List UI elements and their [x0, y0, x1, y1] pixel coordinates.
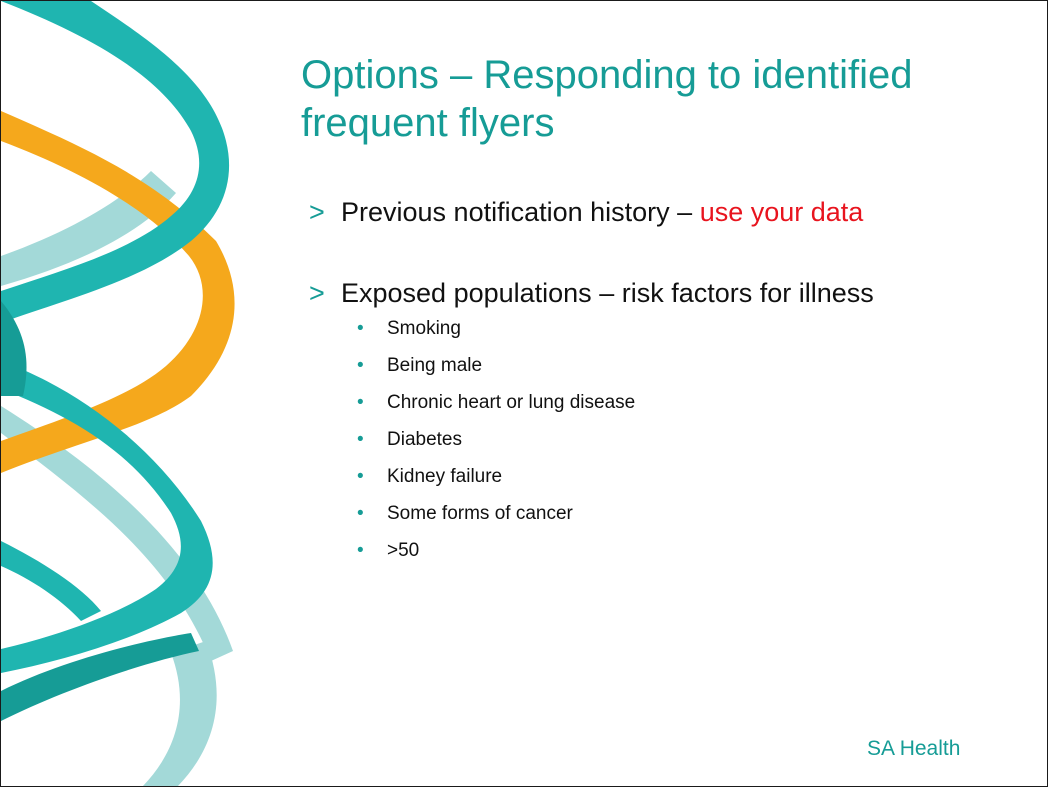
risk-factor-list: • Smoking • Being male • Chronic heart or l…: [341, 318, 977, 562]
dot-marker-icon: •: [357, 392, 364, 413]
teal-ribbon-bottom: [1, 633, 199, 721]
dot-marker-icon: •: [357, 429, 364, 450]
risk-factor-item: • Kidney failure: [341, 466, 977, 488]
risk-factor-item: • Smoking: [341, 318, 977, 340]
bullet-text: Previous notification history –: [341, 197, 700, 227]
teal-ribbon-lower-left: [1, 541, 101, 621]
chevron-marker-icon: >: [309, 278, 325, 308]
dot-marker-icon: •: [357, 355, 364, 376]
light-teal-ribbon-bottom: [142, 641, 217, 786]
light-teal-ribbon-lower: [1, 406, 233, 661]
list-item-text: Some forms of cancer: [387, 503, 573, 524]
chevron-marker-icon: >: [309, 197, 325, 227]
bullet-highlight: use your data: [699, 197, 864, 227]
risk-factor-item: • Chronic heart or lung disease: [341, 392, 977, 414]
list-item-text: Smoking: [387, 318, 461, 339]
bullet-text: Exposed populations – risk factors for i…: [341, 278, 874, 308]
list-item-text: >50: [387, 540, 420, 561]
dot-marker-icon: •: [357, 503, 364, 524]
bullet-exposed-populations: > Exposed populations – risk factors for…: [307, 277, 977, 562]
risk-factor-item: • Some forms of cancer: [341, 503, 977, 525]
teal-ribbon-left-edge: [1, 301, 27, 396]
dot-marker-icon: •: [357, 318, 364, 339]
slide-title: Options – Responding to identified frequ…: [301, 53, 913, 145]
risk-factor-item: • >50: [341, 540, 977, 562]
list-item-text: Being male: [387, 355, 483, 376]
risk-factor-item: • Diabetes: [341, 429, 977, 451]
list-item-text: Diabetes: [387, 429, 462, 450]
bullet-notification-history: > Previous notification history – use yo…: [307, 196, 977, 229]
dot-marker-icon: •: [357, 540, 364, 561]
teal-ribbon-top: [1, 1, 230, 323]
orange-ribbon: [1, 111, 235, 473]
footer-sa-health: SA Health: [867, 737, 961, 760]
dot-marker-icon: •: [357, 466, 364, 487]
list-item-text: Kidney failure: [387, 466, 503, 487]
list-item-text: Chronic heart or lung disease: [387, 392, 636, 413]
helix-ribbon-decoration: [1, 1, 235, 786]
teal-ribbon-middle: [1, 361, 213, 673]
bullet-list: > Previous notification history – use yo…: [307, 196, 977, 577]
risk-factor-item: • Being male: [341, 355, 977, 377]
